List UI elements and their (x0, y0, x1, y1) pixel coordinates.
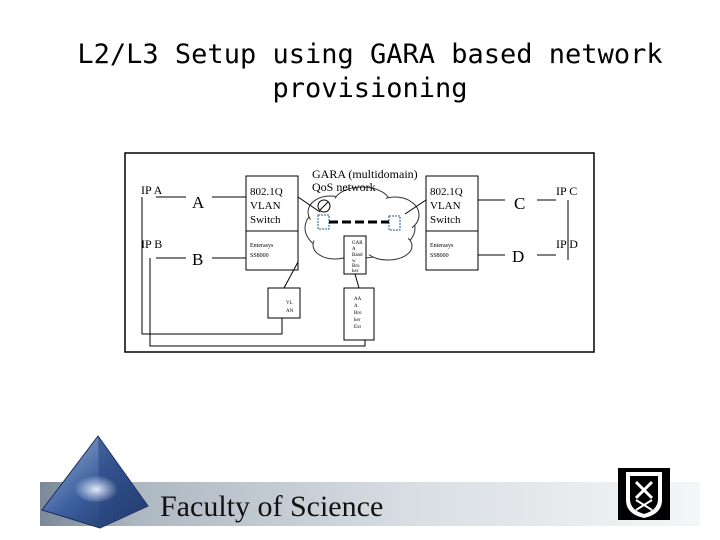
bb-label-2: A (352, 247, 356, 252)
link-bb-aaa (354, 273, 360, 289)
link-right-switch-cloud (404, 199, 427, 215)
right-switch-label-1: 802.1Q (430, 186, 463, 198)
right-switch-label-2: VLAN (430, 200, 461, 212)
left-switch-model: SS8000 (250, 253, 269, 259)
link-ipb-aaa (149, 258, 366, 347)
host-b-box (186, 247, 212, 271)
right-vlan-switch (425, 175, 479, 271)
slide-title-line-1: L2/L3 Setup using GARA based network (77, 39, 663, 70)
left-switch-vendor: Enterasys (250, 243, 274, 249)
bb-label-3: Band (352, 253, 363, 258)
host-c-label: C (514, 194, 525, 213)
aaa-broker-box (343, 287, 375, 341)
slide-title-line-2: provisioning (272, 73, 468, 104)
link-left-switch-cloud (297, 196, 321, 213)
aaa-label-2: A (354, 304, 358, 309)
vlan-box (267, 287, 301, 319)
bb-label-4: w (352, 259, 356, 264)
ip-b-label: IP B (141, 237, 162, 251)
aaa-label-4: ker (354, 318, 361, 323)
university-pyramid-logo (41, 435, 149, 529)
aaa-label-1: AA (354, 297, 362, 302)
ip-d-label: IP D (556, 237, 578, 251)
host-b-label: B (192, 250, 203, 269)
footer-band (40, 482, 700, 526)
bb-label-6: ker (352, 269, 359, 274)
vlan-box-label-2: AN (286, 309, 294, 314)
aaa-label-5: Ext (354, 325, 362, 330)
host-d-label: D (512, 247, 524, 266)
host-a-box (186, 187, 212, 211)
ip-c-label: IP C (556, 184, 577, 198)
bb-label-1: GAR (352, 241, 363, 246)
left-switch-label-1: 802.1Q (250, 186, 283, 198)
right-switch-vendor: Enterasys (430, 243, 454, 249)
left-switch-label-3: Switch (250, 214, 281, 226)
left-vlan-switch (245, 175, 299, 271)
right-edge-router-icon (388, 215, 401, 231)
ip-a-label: IP A (141, 183, 163, 197)
right-switch-label-3: Switch (430, 214, 461, 226)
link-switch-vlanbox (283, 261, 299, 289)
cloud-label-2: QoS network (312, 180, 376, 194)
footer-faculty-text: Faculty of Science (160, 490, 383, 523)
cloud-label-1: GARA (multidomain) (312, 167, 418, 181)
left-switch-label-2: VLAN (250, 200, 281, 212)
router-icon (317, 199, 331, 213)
link-ipa-vlan (141, 197, 283, 335)
host-c-box (505, 190, 537, 214)
university-crest-icon (618, 468, 670, 520)
right-switch-model: SS8000 (430, 253, 449, 259)
host-d-box (505, 243, 537, 267)
bb-label-5: Bro (352, 264, 360, 269)
host-a-label: A (192, 193, 205, 212)
aaa-label-3: Bro (354, 311, 362, 316)
left-edge-router-icon (317, 214, 330, 230)
vlan-box-label-1: VL (286, 301, 293, 306)
slide-title: L2/L3 Setup using GARA based network pro… (60, 38, 680, 106)
